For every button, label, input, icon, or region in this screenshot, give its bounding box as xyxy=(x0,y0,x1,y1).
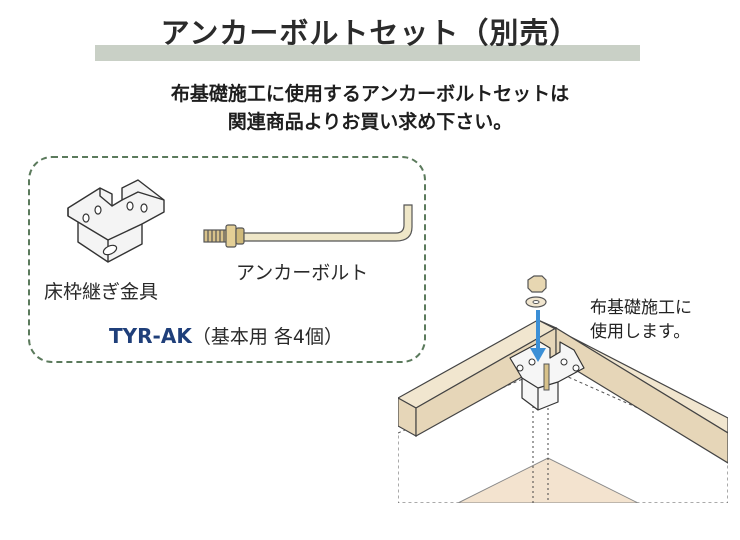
intro-line-2: 関連商品よりお買い求め下さい。 xyxy=(227,111,513,133)
page-title: アンカーボルトセット（別売） xyxy=(160,16,580,50)
kit-model-line: TYR-AK（基本用 各4個） xyxy=(0,322,452,349)
installation-note-line-1: 布基礎施工に xyxy=(590,298,692,318)
intro-text: 布基礎施工に使用するアンカーボルトセットは 関連商品よりお買い求め下さい。 xyxy=(0,80,740,136)
anchor-bolt-icon xyxy=(203,204,413,248)
floor-frame-bracket-icon xyxy=(67,179,165,263)
model-quantity-note: （基本用 各4個） xyxy=(191,326,343,348)
foundation-installation-illustration xyxy=(398,275,728,503)
bracket-label: 床枠継ぎ金具 xyxy=(44,281,159,303)
model-number: TYR-AK xyxy=(109,324,192,348)
installation-note-line-2: 使用します。 xyxy=(590,322,691,342)
intro-line-1: 布基礎施工に使用するアンカーボルトセットは xyxy=(170,83,570,105)
title-underline-bar xyxy=(95,45,640,61)
anchor-bolt-label: アンカーボルト xyxy=(236,262,369,284)
installation-note: 布基礎施工に 使用します。 xyxy=(590,296,730,344)
kit-contents-frame xyxy=(28,156,426,363)
